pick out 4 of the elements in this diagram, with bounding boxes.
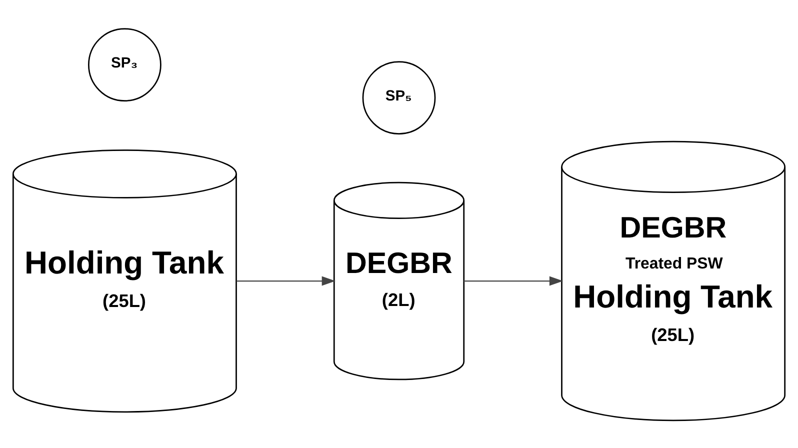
node-circle: SP₃ (88, 28, 162, 101)
arrow (236, 276, 336, 286)
node-circle: SP₅ (362, 60, 436, 134)
arrow (464, 276, 564, 286)
